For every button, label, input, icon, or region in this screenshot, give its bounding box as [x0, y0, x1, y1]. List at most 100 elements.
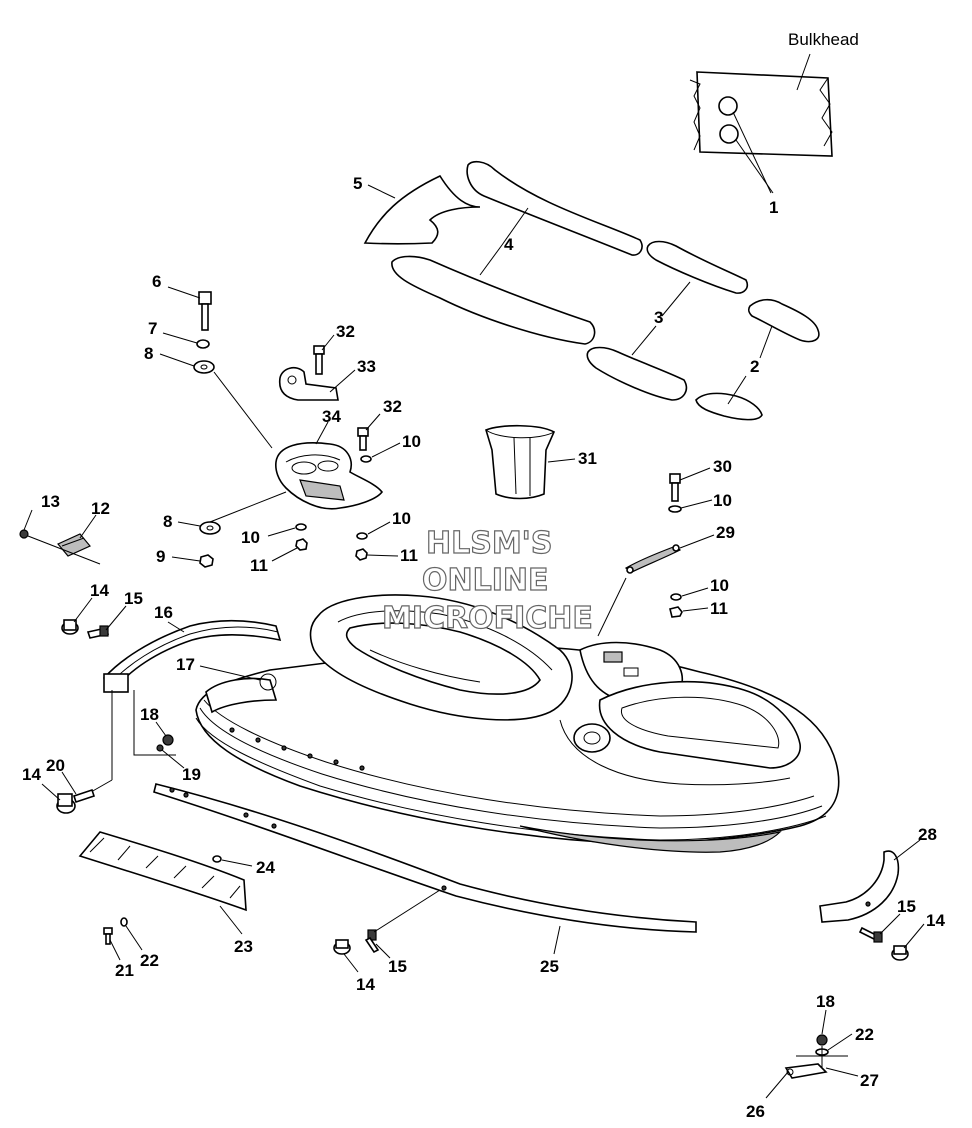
callout-24: 24 [256, 858, 275, 877]
nut-18-left [162, 734, 174, 746]
callout-21: 21 [115, 961, 134, 980]
screw-13 [19, 529, 29, 539]
screw-21 [103, 927, 113, 945]
screw-20 [72, 788, 96, 804]
callout-3: 3 [654, 308, 663, 327]
callout-10-a: 10 [402, 432, 421, 451]
callout-28: 28 [918, 825, 937, 844]
callout-6: 6 [152, 272, 161, 291]
washer-10-d [668, 505, 682, 513]
callout-10-c: 10 [392, 509, 411, 528]
mat-3-upper [646, 240, 749, 294]
washer-10-c [356, 532, 368, 540]
washer-8-top [193, 360, 215, 374]
watermark-line-3: MICROFICHE [382, 601, 593, 636]
nut-11-c [669, 606, 683, 618]
callout-25: 25 [540, 957, 559, 976]
cap-14-left [56, 793, 76, 814]
callout-30: 30 [713, 457, 732, 476]
callout-22-right: 22 [855, 1025, 874, 1044]
callout-17: 17 [176, 655, 195, 674]
callout-10-e: 10 [710, 576, 729, 595]
bolt-30 [669, 473, 681, 502]
washer-10-a [360, 455, 372, 463]
washer-22-left [120, 917, 128, 927]
callout-20: 20 [46, 756, 65, 775]
nut-9 [199, 554, 214, 568]
callout-2: 2 [750, 357, 759, 376]
callout-22-left: 22 [140, 951, 159, 970]
callout-26: 26 [746, 1102, 765, 1121]
callout-29: 29 [716, 523, 735, 542]
callout-32-lower: 32 [383, 397, 402, 416]
bulkhead-hole-upper [718, 96, 738, 116]
mat-2-upper [747, 298, 820, 343]
nut-7 [196, 339, 210, 349]
callout-1: 1 [769, 198, 778, 217]
callout-14-top: 14 [90, 581, 109, 600]
washer-10-e [670, 593, 682, 601]
bolt-6 [198, 291, 212, 331]
callout-10-d: 10 [713, 491, 732, 510]
callout-34: 34 [322, 407, 341, 426]
callout-14-right: 14 [926, 911, 945, 930]
callout-16: 16 [154, 603, 173, 622]
watermark: HLSM'S ONLINE MICROFICHE [381, 525, 593, 636]
bow-rail-28 [819, 850, 900, 923]
step-23 [78, 831, 247, 912]
hull [195, 594, 840, 853]
bulkhead-inset [689, 53, 833, 194]
rail-16 [102, 619, 282, 693]
bolt-32-lower [357, 427, 369, 451]
callout-9: 9 [156, 547, 165, 566]
bracket-27 [784, 1063, 828, 1079]
callout-5: 5 [353, 174, 362, 193]
rivet-15-lower [364, 929, 380, 954]
callout-14-lower: 14 [356, 975, 375, 994]
rivet-15-right [858, 926, 883, 943]
callout-19: 19 [182, 765, 201, 784]
strap-29 [624, 544, 682, 574]
clip-12 [57, 533, 91, 557]
cap-14-top [61, 619, 79, 635]
washer-10-b [295, 523, 307, 531]
callout-8-top: 8 [144, 344, 153, 363]
tray-34 [275, 442, 384, 510]
callout-23: 23 [234, 937, 253, 956]
callout-27: 27 [860, 1071, 879, 1090]
mat-4-lower [391, 255, 596, 345]
cap-14-right [891, 945, 909, 961]
callout-11-b: 11 [400, 546, 418, 565]
callout-15-right: 15 [897, 897, 916, 916]
bulkhead-label: Bulkhead [788, 30, 859, 49]
mat-5 [363, 174, 481, 245]
nut-11-b [355, 548, 368, 561]
cap-14-lower [333, 939, 351, 955]
callout-33: 33 [357, 357, 376, 376]
bolt-32-top [313, 345, 325, 375]
callout-11-c: 11 [710, 599, 728, 618]
nut-11-a [295, 538, 308, 551]
callout-18-left: 18 [140, 705, 159, 724]
mat-3-lower [586, 346, 688, 401]
callout-18-right: 18 [816, 992, 835, 1011]
callout-31: 31 [578, 449, 597, 468]
cup-holder-31 [485, 424, 556, 500]
washer-8-lower [199, 521, 221, 535]
bulkhead-hole-lower [719, 124, 739, 144]
callout-7: 7 [148, 319, 157, 338]
callout-10-b: 10 [241, 528, 260, 547]
callout-32-top: 32 [336, 322, 355, 341]
callout-13: 13 [41, 492, 60, 511]
washer-24 [212, 855, 222, 863]
callout-4: 4 [504, 235, 514, 254]
rivet-15-top [86, 625, 110, 639]
callout-12: 12 [91, 499, 110, 518]
mat-4-upper [466, 160, 643, 256]
callout-8-lower: 8 [163, 512, 172, 531]
bracket-33 [278, 366, 339, 401]
callout-15-lower: 15 [388, 957, 407, 976]
callout-14-left: 14 [22, 765, 41, 784]
callout-11-a: 11 [250, 556, 268, 575]
